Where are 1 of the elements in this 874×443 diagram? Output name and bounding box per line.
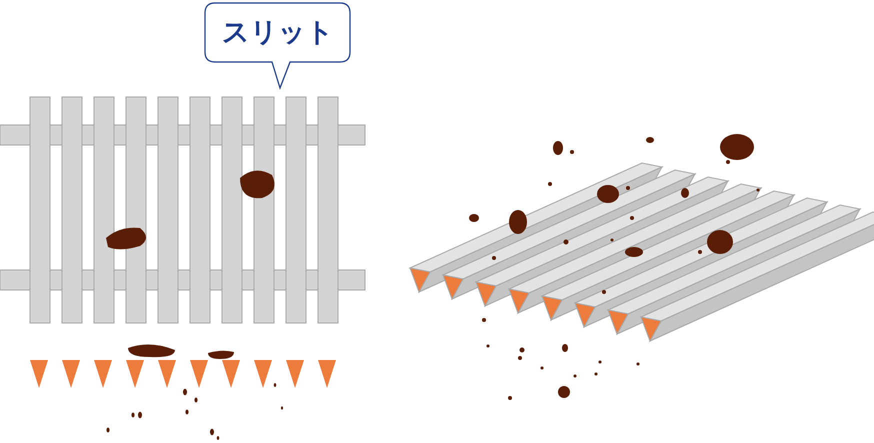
callout-label: スリット (221, 16, 335, 50)
